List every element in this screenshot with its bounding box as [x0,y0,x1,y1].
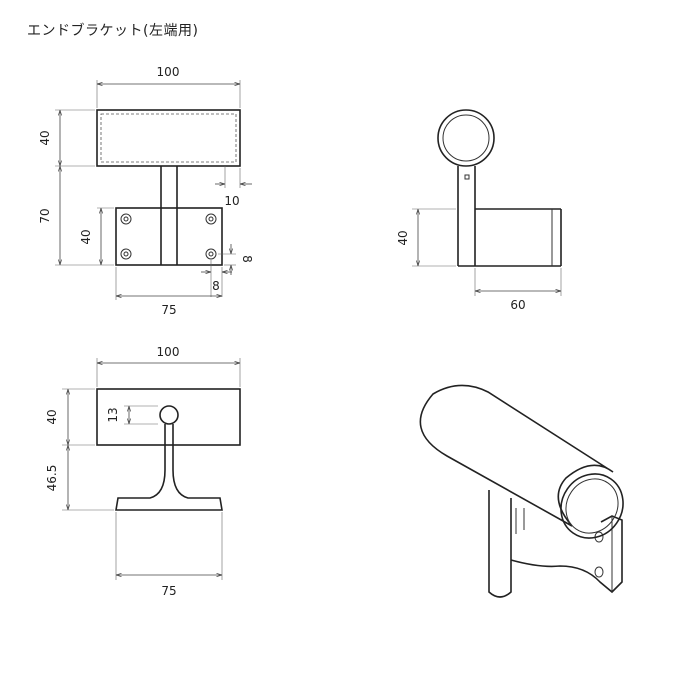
front-top-height-label: 40 [38,130,52,145]
side-plate-height-label: 40 [396,230,410,245]
iso-post [488,490,512,598]
iso-end-cap-inner [565,478,619,534]
side-depth-label: 60 [510,298,525,312]
front-screw-holes [120,213,217,260]
iso-rail-tube [419,384,614,527]
front-plate-height-label: 40 [79,229,93,244]
front-base-width-label: 75 [161,303,176,317]
bottom-t-profile [115,424,223,511]
iso-bolt-hole-1 [594,566,604,578]
isometric-view [419,384,624,598]
bottom-top-height-label: 40 [45,409,59,424]
side-rail-inner [442,114,490,162]
bottom-view: 100 40 46.5 13 75 [45,345,241,598]
front-width-label: 100 [157,65,180,79]
front-base-plate [115,207,223,266]
bottom-bar-size-label: 13 [106,407,120,422]
iso-end-cap-outer [560,473,624,539]
drawing-title: エンドブラケット(左端用) [27,23,199,39]
side-view: 40 60 [396,109,562,312]
side-rail-outer [437,109,495,167]
bottom-width-label: 100 [157,345,180,359]
bottom-rail-outline [96,388,241,446]
front-view: 100 40 70 40 10 8 8 75 [38,65,254,317]
front-hole-v-offset-label: 8 [240,255,254,263]
front-lower-height-label: 70 [38,208,52,223]
iso-bracket-plate [510,515,623,594]
bottom-lower-height-label: 46.5 [45,465,59,492]
bottom-base-width-label: 75 [161,584,176,598]
front-offset-label: 10 [224,194,239,208]
front-rail-outline [96,109,241,167]
front-hole-h-offset-label: 8 [212,279,220,293]
bottom-bar-circle [159,405,179,425]
front-rail-hidden-line [100,113,237,163]
